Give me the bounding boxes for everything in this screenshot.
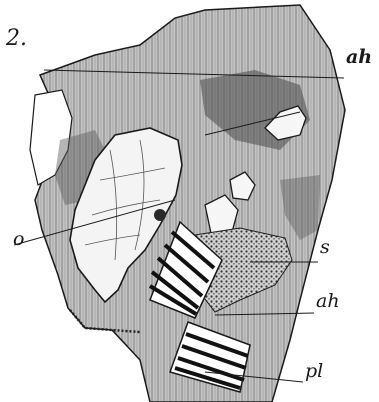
label-pl: pl [305,362,323,381]
label-o: o [13,230,24,249]
figure-number: 2. [6,28,27,50]
structure-o-dark-spot [154,209,166,221]
label-s: s [320,238,330,257]
label-ah-top: ah [346,48,372,67]
label-ah-middle: ah [316,292,340,311]
